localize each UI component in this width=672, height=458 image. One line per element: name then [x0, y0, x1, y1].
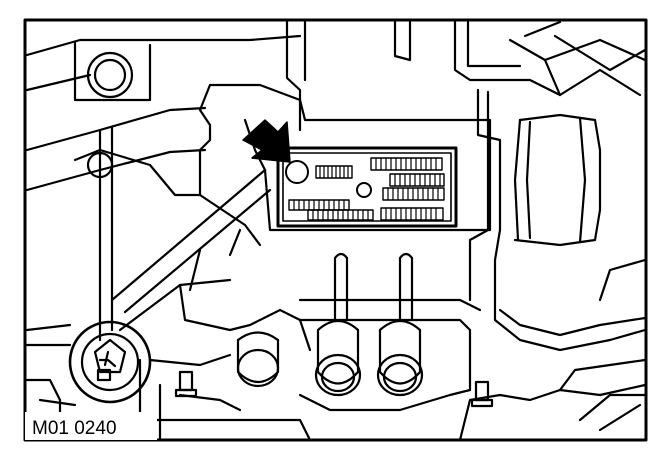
- figure-frame: [23, 18, 648, 442]
- stud-right: [470, 380, 494, 408]
- solenoid-right: [376, 252, 424, 397]
- solenoid-center: [314, 252, 362, 397]
- arrow-icon: [242, 119, 291, 163]
- identification-plate: [276, 146, 458, 228]
- figure-code-background: [25, 412, 157, 440]
- stud-left: [174, 370, 198, 398]
- bolt-bottom-left: [68, 320, 152, 404]
- plug-top-left: [86, 51, 134, 99]
- plate-barcode-blocks: [288, 157, 445, 221]
- figure-code: M01 0240: [32, 418, 117, 439]
- solenoid-left: [236, 331, 280, 388]
- housing-outline: [25, 20, 647, 442]
